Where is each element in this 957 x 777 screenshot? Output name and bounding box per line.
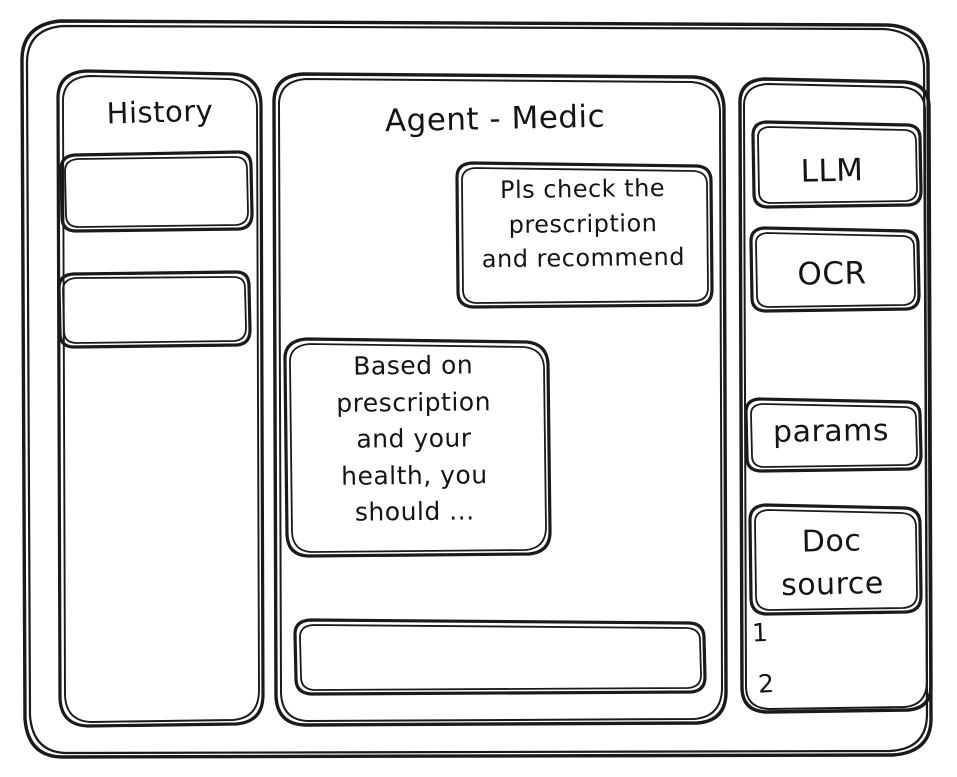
doc-source-card[interactable] [750,505,921,614]
message-input[interactable] [295,620,705,694]
user-message-bubble[interactable] [457,163,712,307]
ocr-card[interactable] [751,228,919,311]
history-item-2[interactable] [59,272,250,347]
agent-message-bubble[interactable] [284,339,550,556]
history-item-1[interactable] [61,152,252,231]
params-card[interactable] [746,399,921,471]
llm-card[interactable] [753,122,921,207]
